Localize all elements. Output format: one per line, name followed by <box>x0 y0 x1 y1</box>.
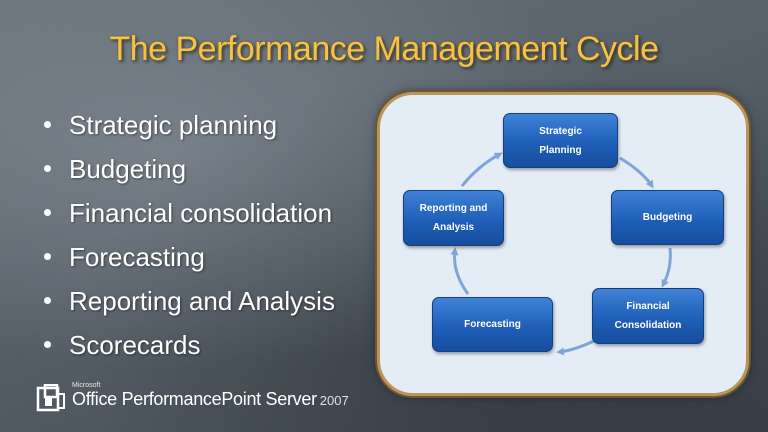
bullet-item: Scorecards <box>44 326 335 370</box>
node-label: Consolidation <box>614 320 682 331</box>
node-label: Budgeting <box>642 212 693 223</box>
bullet-text: Strategic planning <box>69 110 278 140</box>
cycle-node-forecasting: Forecasting <box>432 297 553 352</box>
bullet-item: Budgeting <box>44 150 335 194</box>
slide-title: The Performance Management Cycle <box>109 30 659 68</box>
node-label: Planning <box>539 144 582 156</box>
node-label: Strategic <box>539 125 582 137</box>
bullet-dot-icon <box>44 340 51 348</box>
node-label: Analysis <box>432 222 475 233</box>
bullet-item: Financial consolidation <box>44 194 335 238</box>
bullet-text: Forecasting <box>69 242 205 272</box>
node-label: Reporting and <box>419 203 488 214</box>
bullet-dot-icon <box>44 164 51 172</box>
node-label: Financial <box>626 301 670 312</box>
bullet-text: Budgeting <box>69 154 187 184</box>
logo-microsoft-label: Microsoft <box>72 381 101 389</box>
bullet-list: Strategic planning Budgeting Financial c… <box>44 106 335 370</box>
bullet-item: Forecasting <box>44 238 335 282</box>
bullet-dot-icon <box>44 296 51 304</box>
bullet-dot-icon <box>44 208 51 216</box>
office-logo-icon <box>36 384 65 412</box>
bullet-dot-icon <box>44 252 51 260</box>
bullet-text: Financial consolidation <box>69 198 333 228</box>
bullet-item: Reporting and Analysis <box>44 282 335 326</box>
logo-product-name: Office PerformancePoint Server <box>72 388 317 409</box>
cycle-node-budgeting: Budgeting <box>611 190 724 245</box>
logo-year: 2007 <box>319 392 349 408</box>
bullet-text: Scorecards <box>69 330 201 360</box>
bullet-dot-icon <box>44 120 51 128</box>
bullet-item: Strategic planning <box>44 106 335 150</box>
node-label: Forecasting <box>464 319 521 330</box>
logo-text: Microsoft Office PerformancePoint Server… <box>72 382 349 410</box>
performancepoint-logo: Microsoft Office PerformancePoint Server… <box>36 382 349 416</box>
bullet-text: Reporting and Analysis <box>69 286 335 316</box>
